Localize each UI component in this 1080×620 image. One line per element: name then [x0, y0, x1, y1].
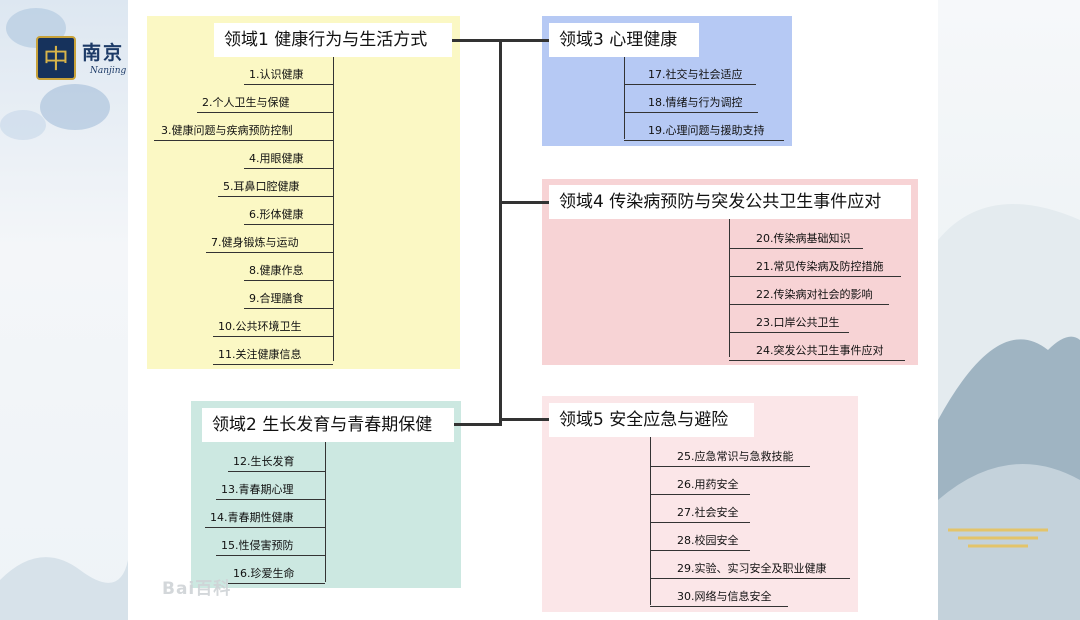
item-underline	[206, 252, 333, 253]
item-underline	[197, 112, 333, 113]
domain2-item: 15.性侵害预防	[221, 539, 294, 552]
background-right	[938, 0, 1080, 620]
logo-subtitle: Nanjing	[90, 66, 127, 76]
domain2-item: 14.青春期性健康	[210, 511, 294, 524]
connector-domain5	[499, 418, 549, 421]
item-underline	[650, 606, 788, 607]
decor-leaf	[40, 84, 110, 130]
domain1-title: 领域1 健康行为与生活方式	[214, 23, 452, 57]
domain1-item: 1.认识健康	[249, 68, 304, 81]
item-underline	[154, 140, 333, 141]
item-underline	[228, 471, 325, 472]
decor-mountain	[938, 204, 1080, 620]
domain1-item: 7.健身锻炼与运动	[211, 236, 299, 249]
domain1-item: 9.合理膳食	[249, 292, 304, 305]
domain5-title: 领域5 安全应急与避险	[549, 403, 754, 437]
domain3-item: 18.情绪与行为调控	[648, 96, 743, 109]
domain1-item: 8.健康作息	[249, 264, 304, 277]
connector-domain1	[451, 39, 501, 42]
domain4-item: 20.传染病基础知识	[756, 232, 851, 245]
item-underline	[650, 550, 750, 551]
item-underline	[650, 522, 750, 523]
domain3-item: 19.心理问题与援助支持	[648, 124, 765, 137]
connector-domain2	[454, 423, 502, 426]
school-logo: 中	[36, 36, 76, 80]
item-underline	[244, 224, 333, 225]
domain5-item: 29.实验、实习安全及职业健康	[677, 562, 827, 575]
domain1-item: 2.个人卫生与保健	[202, 96, 290, 109]
item-underline	[729, 248, 863, 249]
connector-trunk	[499, 40, 502, 425]
domain5-tree-line	[650, 437, 651, 605]
domain4-item: 21.常见传染病及防控措施	[756, 260, 884, 273]
connector-domain4	[499, 201, 549, 204]
item-underline	[228, 583, 325, 584]
domain1-item: 4.用眼健康	[249, 152, 304, 165]
domain1-item: 5.耳鼻口腔健康	[223, 180, 300, 193]
decor-mountain	[0, 557, 128, 620]
domain3-item: 17.社交与社会适应	[648, 68, 743, 81]
domain1-item: 10.公共环境卫生	[218, 320, 302, 333]
domain4-title: 领域4 传染病预防与突发公共卫生事件应对	[549, 185, 911, 219]
item-underline	[213, 364, 333, 365]
domain2-item: 13.青春期心理	[221, 483, 294, 496]
domain4-item: 22.传染病对社会的影响	[756, 288, 873, 301]
baidu-watermark: Bai百科	[162, 579, 232, 599]
item-underline	[624, 140, 784, 141]
item-underline	[244, 308, 333, 309]
item-underline	[624, 112, 758, 113]
item-underline	[216, 499, 325, 500]
item-underline	[244, 84, 333, 85]
connector-domain3	[499, 39, 549, 42]
item-underline	[244, 280, 333, 281]
logo-title: 南京	[82, 42, 125, 64]
domain5-item: 30.网络与信息安全	[677, 590, 772, 603]
domain5-item: 26.用药安全	[677, 478, 739, 491]
item-underline	[650, 578, 850, 579]
domain4-item: 23.口岸公共卫生	[756, 316, 840, 329]
background-left	[0, 0, 128, 620]
domain4-item: 24.突发公共卫生事件应对	[756, 344, 884, 357]
domain5-item: 25.应急常识与急救技能	[677, 450, 794, 463]
item-underline	[624, 84, 756, 85]
domain1-panel	[147, 16, 460, 369]
item-underline	[729, 360, 905, 361]
item-underline	[729, 276, 901, 277]
item-underline	[205, 527, 325, 528]
item-underline	[213, 336, 333, 337]
domain1-tree-line	[333, 57, 334, 361]
domain1-item: 3.健康问题与疾病预防控制	[161, 124, 293, 137]
item-underline	[216, 555, 325, 556]
domain4-tree-line	[729, 219, 730, 357]
item-underline	[729, 332, 849, 333]
domain3-title: 领域3 心理健康	[549, 23, 699, 57]
item-underline	[218, 196, 333, 197]
domain2-item: 12.生长发育	[233, 455, 295, 468]
domain2-tree-line	[325, 442, 326, 582]
item-underline	[244, 168, 333, 169]
domain5-item: 27.社会安全	[677, 506, 739, 519]
domain2-title: 领域2 生长发育与青春期保健	[202, 408, 454, 442]
domain3-tree-line	[624, 57, 625, 139]
domain2-item: 16.珍爱生命	[233, 567, 295, 580]
domain1-item: 11.关注健康信息	[218, 348, 302, 361]
item-underline	[650, 494, 750, 495]
item-underline	[729, 304, 889, 305]
decor-leaf	[0, 110, 46, 140]
domain5-item: 28.校园安全	[677, 534, 739, 547]
domain1-item: 6.形体健康	[249, 208, 304, 221]
item-underline	[650, 466, 810, 467]
